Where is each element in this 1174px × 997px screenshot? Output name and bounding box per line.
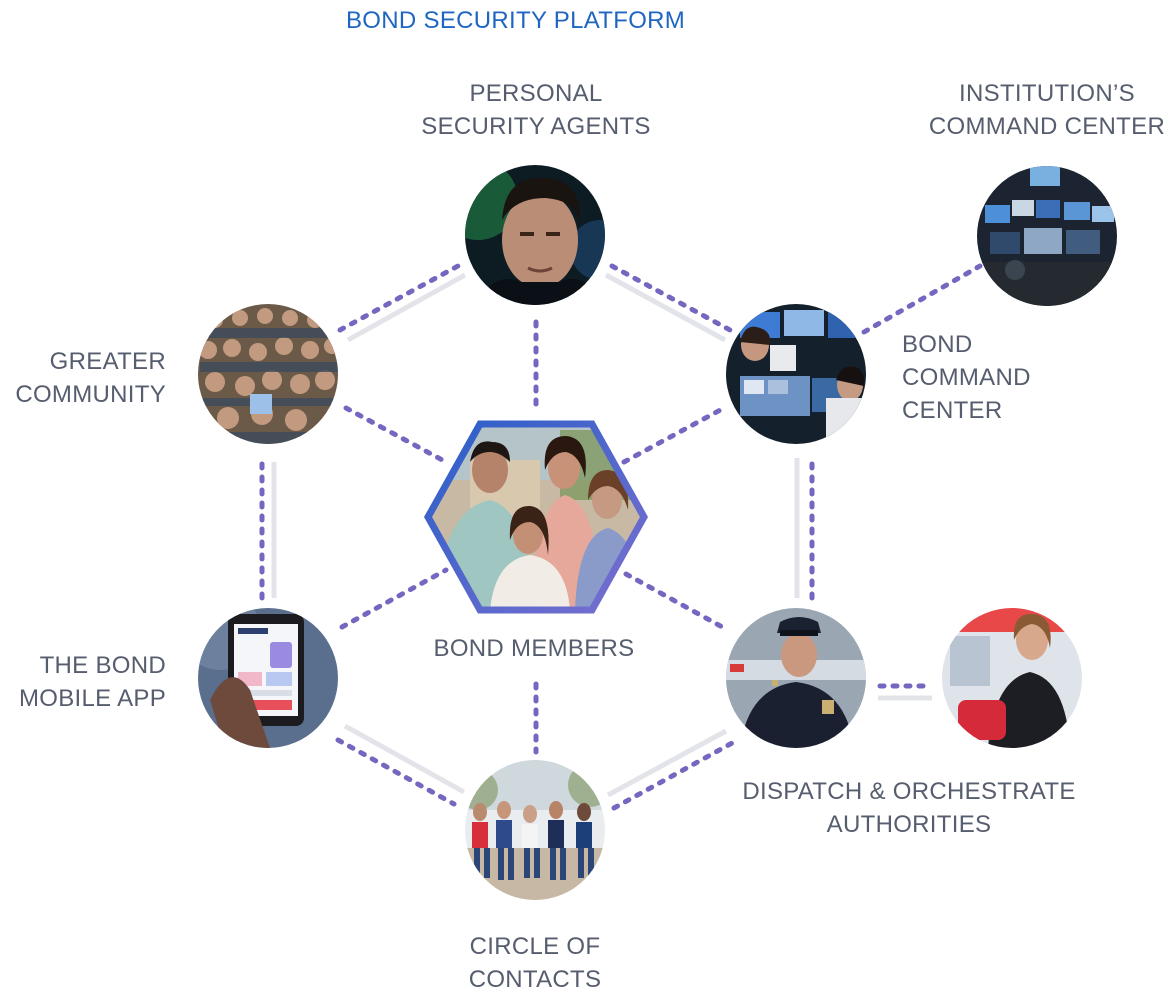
dotted-link-contacts-police <box>611 739 737 811</box>
solid-link-community-agents <box>346 272 467 343</box>
emt-paramedic-photo <box>942 608 1082 748</box>
label-institution-command-center: INSTITUTION’S COMMAND CENTER <box>928 80 1166 140</box>
solid-link-app-contacts <box>343 723 466 795</box>
security-agent-photo <box>465 165 605 305</box>
greater-community-photo <box>198 304 338 444</box>
label-bond-command-center: BOND COMMAND CENTER <box>902 331 1031 424</box>
label-personal-security-agents: PERSONAL SECURITY AGENTS <box>421 80 651 140</box>
dotted-links <box>259 263 983 811</box>
bond-command-center-photo <box>726 304 866 444</box>
police-officer-photo <box>726 608 866 748</box>
institution-command-center-photo <box>977 166 1117 306</box>
dotted-link-bondcc-members <box>621 405 727 465</box>
dotted-link-agents-bondcc <box>609 263 733 333</box>
solid-link-agents-bondcc <box>604 272 727 343</box>
solid-links <box>271 272 932 798</box>
bond-members-hexagon-frame <box>423 420 649 614</box>
dotted-link-community-agents <box>337 263 461 333</box>
dotted-link-app-members <box>339 567 449 630</box>
label-dispatch-orchestrate-authorities: DISPATCH & ORCHESTRATE AUTHORITIES <box>742 778 1076 838</box>
dotted-link-app-contacts <box>335 737 457 807</box>
label-greater-community: GREATER COMMUNITY <box>15 348 166 408</box>
label-the-bond-mobile-app: THE BOND MOBILE APP <box>18 652 166 712</box>
dotted-link-bondcc-institution <box>861 263 983 335</box>
diagram-title: BOND SECURITY PLATFORM <box>346 7 686 34</box>
label-bond-members: BOND MEMBERS <box>433 635 635 662</box>
solid-link-contacts-police <box>606 728 728 798</box>
dotted-link-police-members <box>623 571 727 631</box>
label-circle-of-contacts: CIRCLE OF CONTACTS <box>468 933 602 993</box>
bond-members-photo <box>428 424 644 610</box>
circle-of-contacts-photo <box>465 760 605 900</box>
dotted-link-community-members <box>343 405 449 465</box>
mobile-app-photo <box>198 608 338 748</box>
